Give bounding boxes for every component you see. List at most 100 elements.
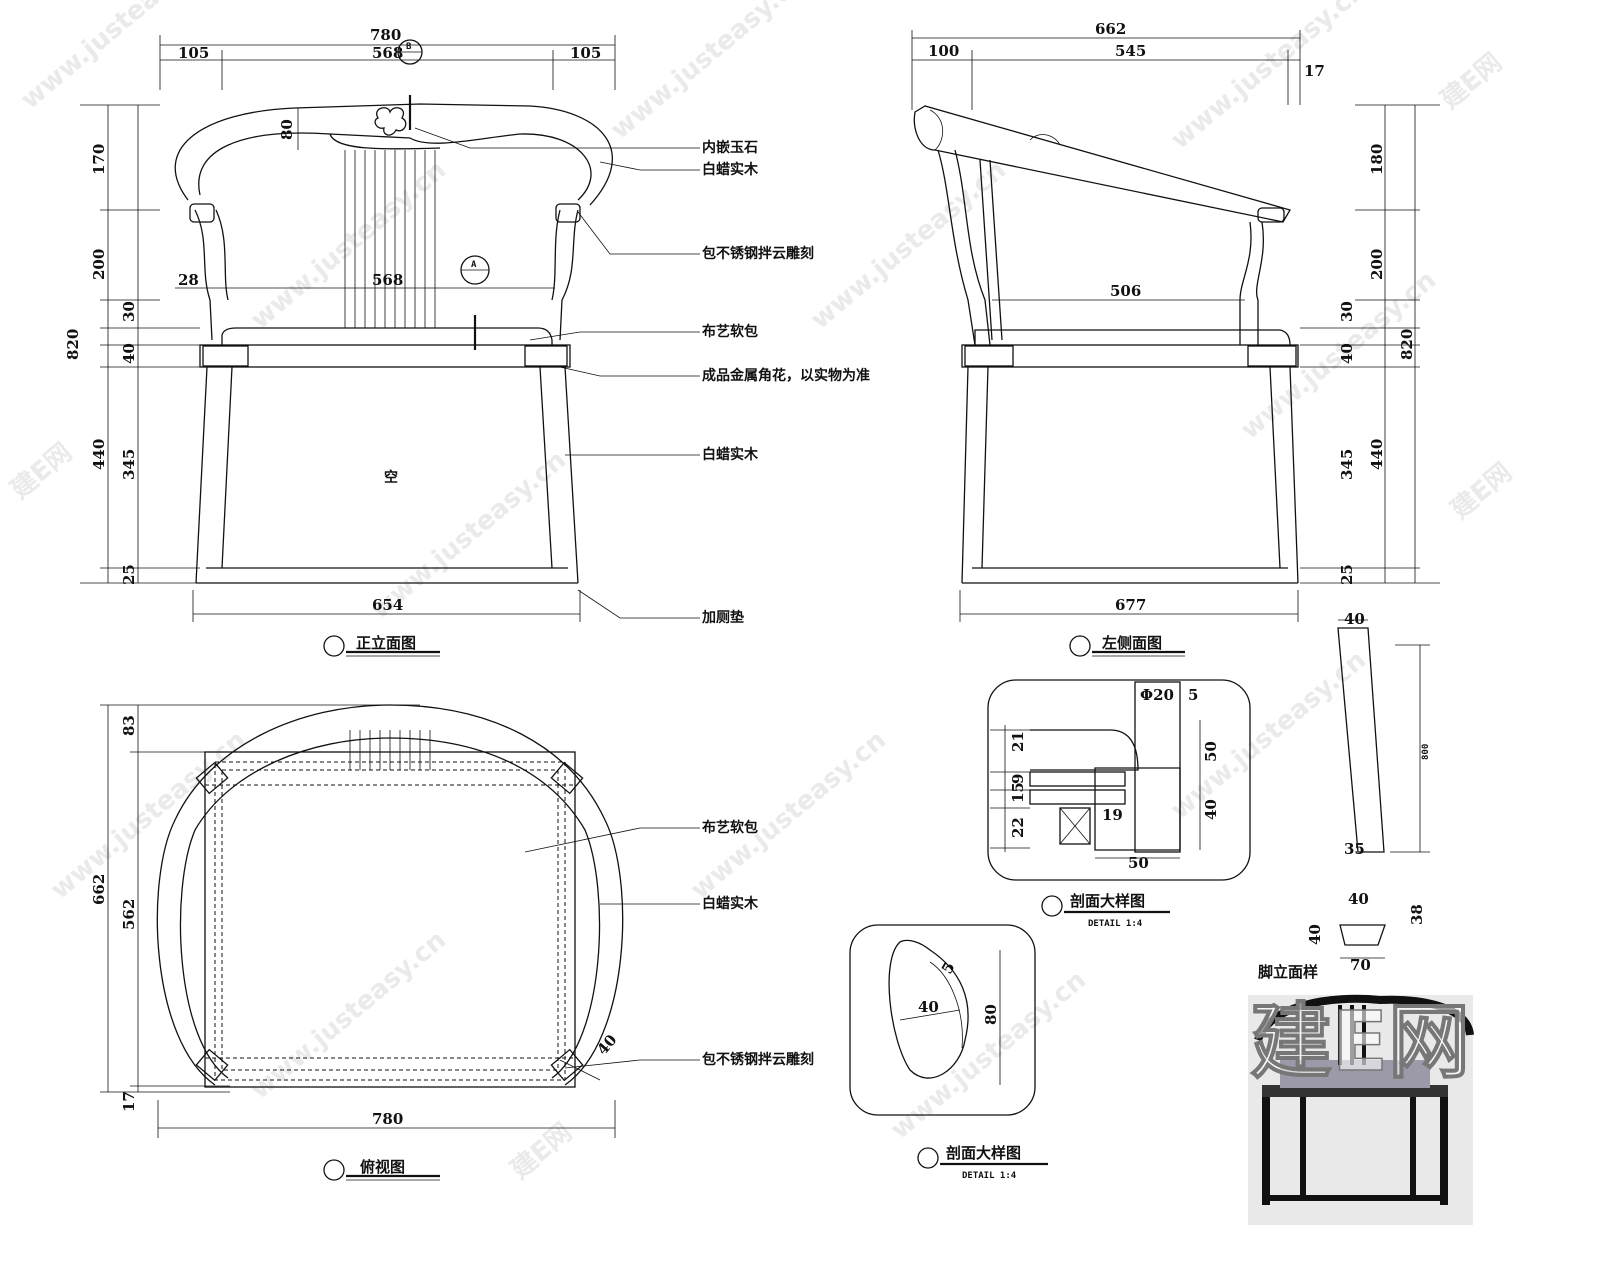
side-dim-bottom: 677	[1115, 596, 1146, 614]
front-dim-bottom: 654	[372, 596, 403, 614]
front-dim-leg: 440	[90, 439, 108, 470]
watermark-text: www.justeasy.cn	[245, 925, 452, 1105]
callout-base-pad: 加厕垫	[701, 609, 744, 626]
front-dim-inner: 568	[372, 44, 403, 62]
side-dim-base: 25	[1338, 564, 1356, 585]
foot-dim-top: 40	[1348, 890, 1369, 908]
svg-text:DETAIL 1:4: DETAIL 1:4	[1088, 919, 1143, 929]
plan-view-title: 俯视图	[323, 1158, 440, 1181]
plan-dim-width: 780	[372, 1110, 403, 1128]
svg-text:左侧面图: 左侧面图	[1101, 634, 1162, 652]
plan-callout-steel-carving: 包不锈钢拌云雕刻	[702, 1051, 814, 1068]
front-view-title: 正立面图	[323, 634, 440, 657]
side-dim-height: 820	[1398, 329, 1416, 360]
foot-section-title: 脚立面样	[1258, 963, 1318, 981]
section-a-dim-19: 19	[1102, 806, 1123, 824]
svg-text:DETAIL 1:4: DETAIL 1:4	[962, 1171, 1017, 1181]
watermark-text: www.justeasy.cn	[885, 965, 1092, 1145]
side-dim-front-offset: 100	[928, 42, 959, 60]
seat-cushion	[221, 327, 553, 345]
back-slats	[344, 150, 436, 328]
section-a-dim-15: 15	[1009, 782, 1027, 803]
front-dim-leg-inner: 345	[120, 449, 138, 480]
foot-dim-left: 40	[1306, 924, 1324, 945]
watermark-text: 建E网	[1445, 458, 1518, 526]
front-dim-height: 820	[64, 329, 82, 360]
section-b-dim-80: 80	[982, 1004, 1000, 1025]
plan-callout-ash-wood: 白蜡实木	[702, 895, 759, 912]
plan-dim-seat: 562	[120, 899, 138, 930]
jade-inlay-icon	[374, 107, 407, 136]
leg-dim-height: 800	[1421, 744, 1431, 760]
side-dim-inner-width: 506	[1110, 282, 1141, 300]
section-detail-a: 21 9 15 22 Φ20 5 50 40 19 50 剖面大样图 DETAI…	[987, 679, 1251, 929]
side-view-title: 左侧面图	[1069, 634, 1185, 657]
front-dim-28: 28	[178, 271, 199, 289]
plan-dim-depth: 662	[90, 874, 108, 905]
svg-text:剖面大样图: 剖面大样图	[1070, 892, 1145, 910]
plan-dim-40: 40	[593, 1031, 620, 1059]
front-dim-width: 780	[370, 26, 401, 44]
side-dim-inner: 545	[1115, 42, 1146, 60]
watermark-text: www.justeasy.cn	[1165, 645, 1372, 825]
section-a-dim-phi: Φ20	[1140, 686, 1174, 704]
side-dim-tail: 17	[1304, 62, 1325, 80]
section-detail-b: 40 5 80 剖面大样图 DETAIL 1:4	[849, 924, 1048, 1181]
callout-steel-carving: 包不锈钢拌云雕刻	[702, 245, 814, 262]
front-view: 780 105 568 105 820 170 200 30 40 440 34…	[64, 26, 870, 657]
svg-text:正立面图: 正立面图	[356, 634, 416, 652]
svg-text:剖面大样图: 剖面大样图	[946, 1144, 1021, 1162]
section-a-dim-9: 9	[1009, 774, 1027, 784]
leg-dim-top: 40	[1344, 610, 1365, 628]
front-dim-back-top: 170	[90, 144, 108, 175]
callout-jade-inlay: 内嵌玉石	[702, 139, 758, 156]
svg-text:俯视图: 俯视图	[360, 1158, 405, 1176]
side-dim-cushion: 30	[1338, 301, 1356, 322]
front-dim-right-offset: 105	[570, 44, 601, 62]
watermark-text: www.justeasy.cn	[1165, 0, 1372, 155]
side-dim-back-top: 180	[1368, 144, 1386, 175]
front-dim-inner-width: 568	[372, 271, 403, 289]
section-a-dim-50b: 50	[1128, 854, 1149, 872]
front-dim-cushion: 30	[120, 301, 138, 322]
watermark-text: www.justeasy.cn	[685, 725, 892, 905]
callout-fabric-cushion: 布艺软包	[702, 323, 758, 340]
front-dim-seat: 40	[120, 343, 138, 364]
side-dim-seat: 40	[1338, 343, 1356, 364]
leg-detail: 40 800 35 40 40 38 70 脚立面样	[1258, 610, 1431, 981]
section-marker-a: A	[460, 255, 490, 350]
front-dim-back: 200	[90, 249, 108, 280]
front-dim-rail-depth: 80	[278, 119, 296, 140]
section-a-dim-5: 5	[1188, 686, 1198, 704]
side-dim-depth: 662	[1095, 20, 1126, 38]
side-dim-back: 200	[1368, 249, 1386, 280]
plan-callout-fabric: 布艺软包	[702, 819, 758, 836]
front-dim-left-offset: 105	[178, 44, 209, 62]
watermark-text: www.justeasy.cn	[605, 0, 812, 145]
svg-text:B: B	[406, 42, 412, 52]
watermark-text: www.justeasy.cn	[245, 155, 452, 335]
watermark-text: 建E网	[1435, 48, 1508, 116]
section-b-dim-40: 40	[918, 998, 939, 1016]
callout-ash-wood-leg: 白蜡实木	[702, 446, 759, 463]
front-leaders	[414, 127, 700, 619]
plan-back-slats	[349, 730, 431, 770]
callout-ash-wood-top: 白蜡实木	[702, 161, 759, 178]
section-marker-b: B	[397, 39, 423, 65]
front-dim-base: 25	[120, 564, 138, 585]
section-a-dim-22: 22	[1009, 817, 1027, 838]
plan-dim-back: 83	[120, 715, 138, 736]
section-a-title: 剖面大样图 DETAIL 1:4	[1041, 892, 1170, 929]
side-dim-leg-inner: 345	[1338, 449, 1356, 480]
foot-dim-right: 38	[1408, 904, 1426, 925]
front-center-label: 空	[384, 469, 398, 486]
side-view: 662 100 545 17 820 180 200 30 40 440 345…	[911, 20, 1440, 657]
photo-logo-watermark: 建E网	[1250, 995, 1470, 1090]
foot-dim-bottom: 70	[1350, 956, 1371, 974]
section-a-dim-21: 21	[1009, 731, 1027, 752]
svg-text:A: A	[471, 260, 477, 270]
section-a-dim-40: 40	[1202, 799, 1220, 820]
chair-render-photo: 建E网	[1248, 994, 1474, 1225]
section-a-dim-50: 50	[1202, 741, 1220, 762]
